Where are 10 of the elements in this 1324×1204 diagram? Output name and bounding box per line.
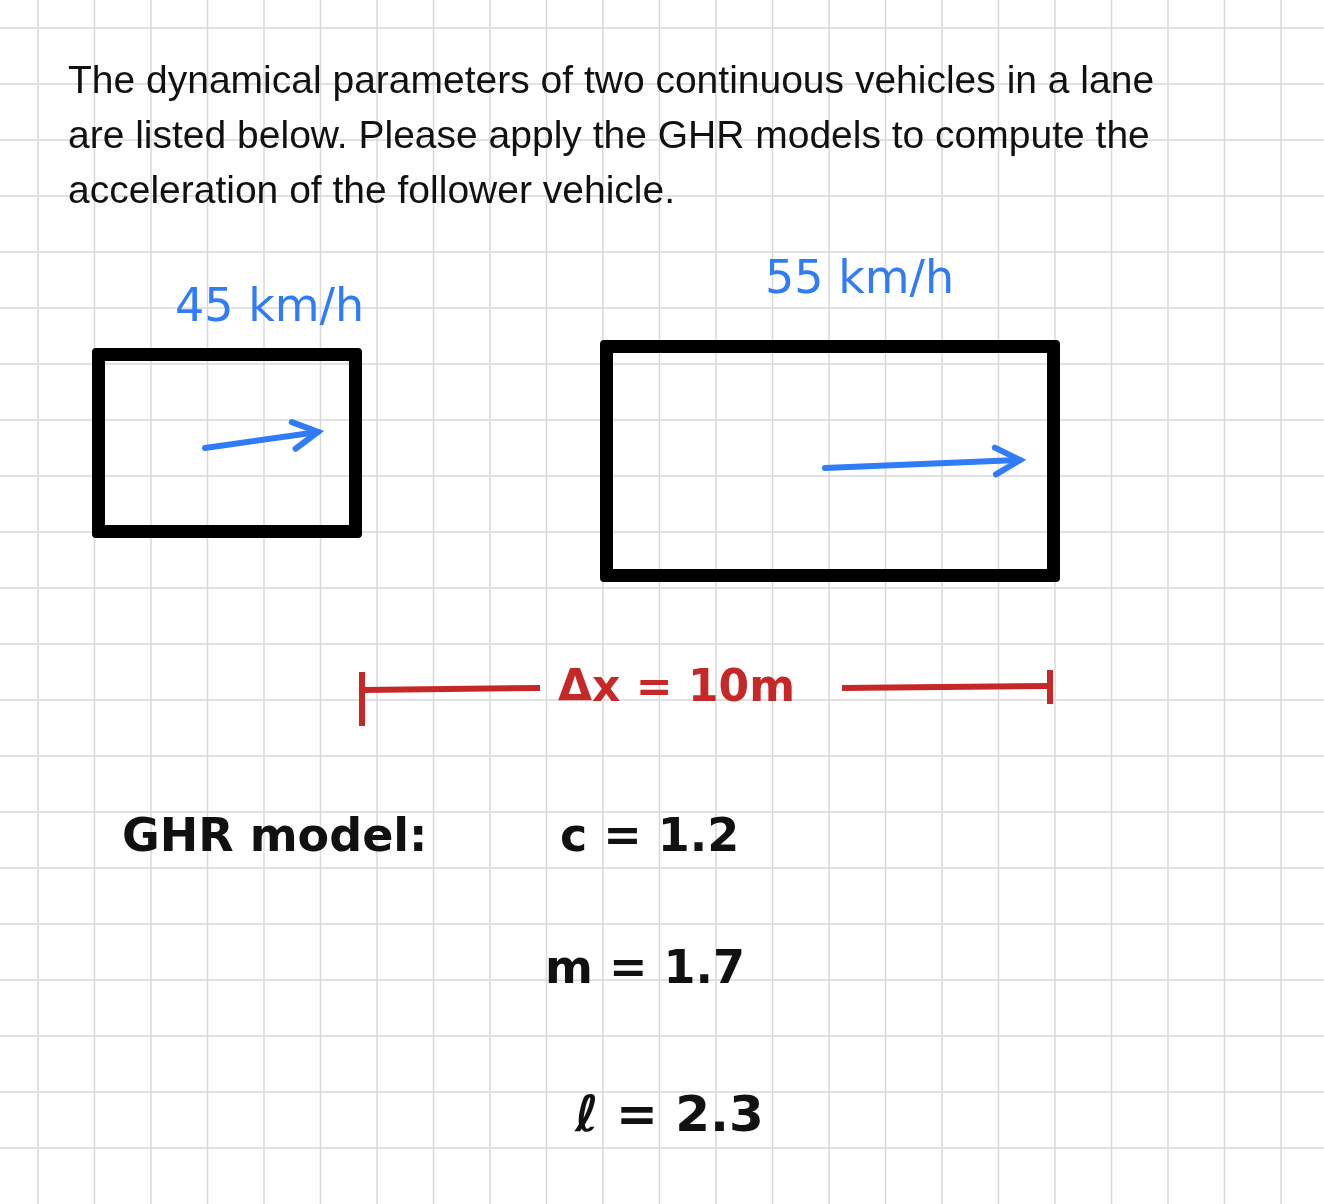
vehicle-box (600, 340, 1060, 582)
dimension-label: Δx = 10m (558, 660, 795, 711)
speed-label: 55 km/h (765, 250, 955, 304)
speed-label: 45 km/h (175, 278, 365, 332)
parameter-value: m = 1.7 (545, 940, 745, 994)
parameter-value: ℓ = 2.3 (575, 1085, 764, 1143)
parameter-value: c = 1.2 (560, 808, 740, 862)
model-label: GHR model: (122, 808, 428, 862)
question-text: The dynamical parameters of two continuous vehicles in a lane are listed below. Please apply the GHR models to compute the acceleration of the follower vehicle. (68, 57, 1156, 213)
vehicle-box (92, 348, 362, 538)
